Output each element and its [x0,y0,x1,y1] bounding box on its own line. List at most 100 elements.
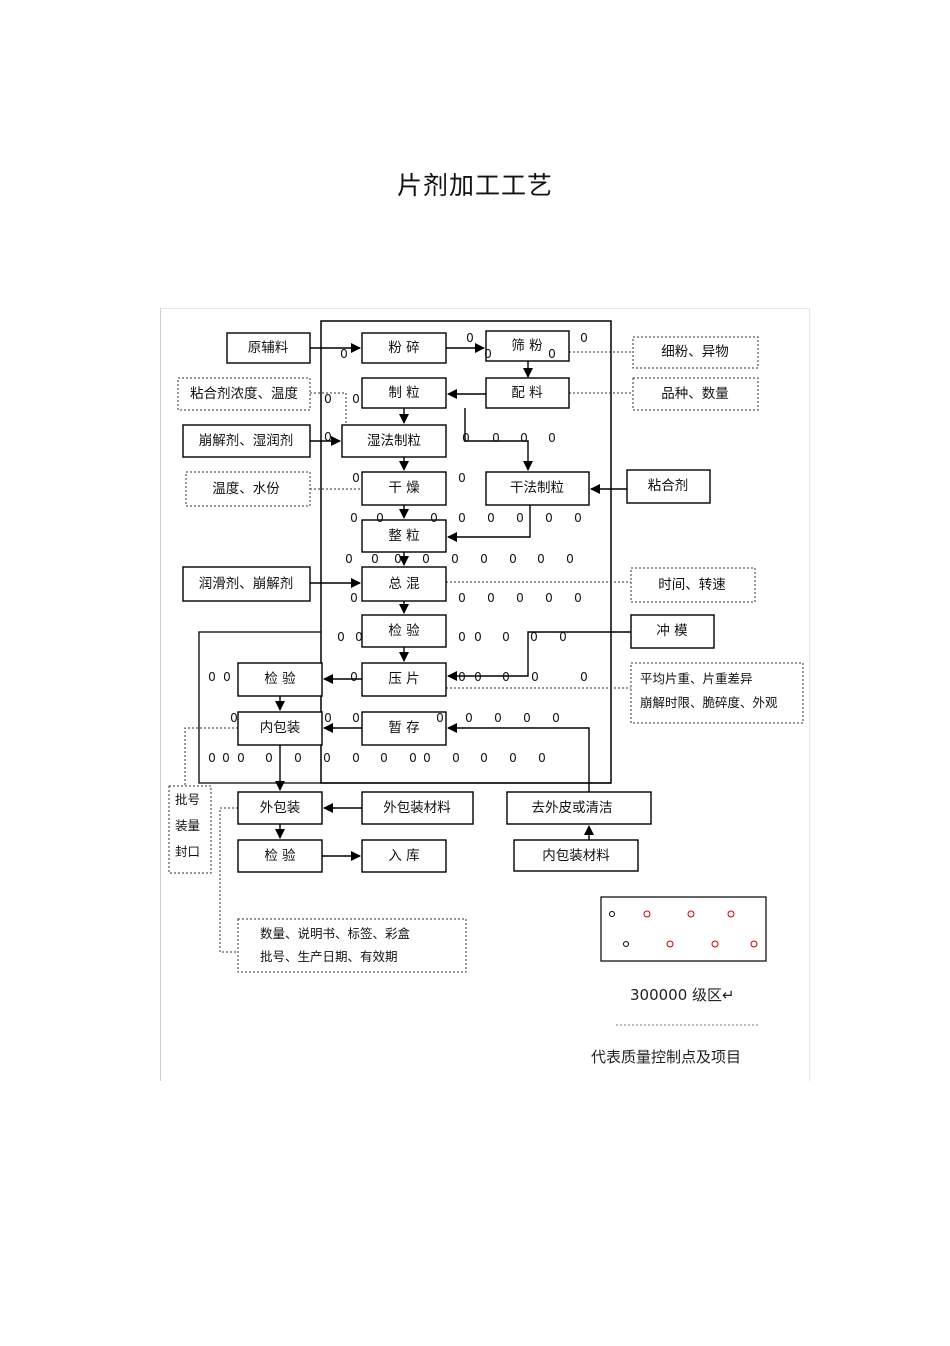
qc-marker: 0 [324,430,332,444]
node-crushing: 粉 碎 [388,340,419,356]
qc-marker: 0 [430,511,438,525]
qc-marker: 0 [580,670,588,684]
qc-marker: 0 [530,630,538,644]
qc-marker: 0 [237,751,245,765]
qc-marker: 0 [487,511,495,525]
qc-marker: 0 [380,751,388,765]
qc-marker: 0 [458,670,466,684]
node-inspection-3: 检 验 [264,848,296,864]
node-tableting: 压 片 [388,671,419,687]
qc-marker: 0 [466,331,474,345]
qc-marker: 0 [423,751,431,765]
qc-marker: 0 [337,630,345,644]
qc-marker: 0 [502,670,510,684]
control-fill-volume: 装量 [175,818,200,833]
qc-marker: 0 [492,431,500,445]
flow-arrows [275,343,631,861]
node-remove-skin-clean: 去外皮或清洁 [532,800,613,816]
node-inner-packaging-material: 内包装材料 [542,848,610,864]
qc-marker: 0 [537,552,545,566]
qc-marker: 0 [324,392,332,406]
qc-marker: 0 [458,591,466,605]
node-inspection-1: 检 验 [388,623,420,639]
node-temporary-storage: 暂 存 [388,720,419,736]
node-sizing: 整 粒 [388,528,419,544]
qc-marker: 0 [436,711,444,725]
qc-marker: 0 [350,511,358,525]
qc-marker: 0 [523,711,531,725]
qc-marker: 0 [566,552,574,566]
node-drying: 干 燥 [388,480,420,496]
page-title: 片剂加工工艺 [396,171,553,200]
node-outer-packaging-material: 外包装材料 [383,800,451,816]
qc-marker: 0 [520,431,528,445]
node-inspection-2: 检 验 [264,671,296,687]
node-punch-die: 冲 模 [656,623,688,639]
control-sealing: 封口 [175,844,200,859]
qc-marker: 0 [487,591,495,605]
node-raw-materials: 原辅料 [248,340,289,356]
control-time-speed: 时间、转速 [658,577,726,593]
qc-marker: 0 [352,711,360,725]
qc-marker: 0 [465,711,473,725]
node-binder: 粘合剂 [648,478,689,494]
node-disintegrant-wetting: 崩解剂、湿润剂 [199,433,294,449]
qc-marker: 0 [462,431,470,445]
legend-zone-box [600,896,767,962]
qc-marker: 0 [350,591,358,605]
qc-marker: 0 [265,751,273,765]
qc-marker: 0 [548,347,556,361]
control-binder-concentration: 粘合剂浓度、温度 [190,386,298,402]
qc-marker: 0 [458,511,466,525]
qc-marker: 0 [458,471,466,485]
qc-marker: 0 [502,630,510,644]
qc-marker: 0 [324,711,332,725]
qc-marker: 0 [509,552,517,566]
node-outer-packaging: 外包装 [260,800,301,816]
qc-marker: 0 [538,751,546,765]
control-quantity-labels: 数量、说明书、标签、彩盒 [260,926,411,941]
qc-marker: 0 [352,751,360,765]
qc-marker: 0 [484,347,492,361]
qc-marker: 0 [345,552,353,566]
qc-marker: 0 [323,751,331,765]
control-disintegration: 崩解时限、脆碎度、外观 [640,695,778,710]
node-granulation: 制 粒 [388,385,419,401]
qc-marker: 0 [352,392,360,406]
control-batch-dates: 批号、生产日期、有效期 [260,949,398,964]
qc-marker: 0 [208,751,216,765]
qc-marker: 0 [480,552,488,566]
node-inner-packaging: 内包装 [260,720,301,736]
qc-marker: 0 [574,511,582,525]
qc-marker: 0 [458,630,466,644]
qc-marker: 0 [552,711,560,725]
qc-marker: 0 [559,630,567,644]
node-sieving: 筛 粉 [511,338,543,354]
qc-marker: 0 [494,711,502,725]
node-dry-granulation: 干法制粒 [510,480,564,496]
qc-marker: 0 [294,751,302,765]
qc-marker: 0 [531,670,539,684]
qc-marker: 0 [452,751,460,765]
qc-marker: 0 [371,552,379,566]
control-batch-number: 批号 [175,792,200,807]
qc-marker: 0 [355,630,363,644]
qc-marker: 0 [422,552,430,566]
qc-marker: 0 [545,511,553,525]
qc-marker: 0 [394,552,402,566]
clean-zone-extension [198,631,611,784]
qc-marker: 0 [208,670,216,684]
control-fine-powder: 细粉、异物 [661,344,729,360]
qc-marker: 0 [352,471,360,485]
node-wet-granulation: 湿法制粒 [367,433,421,449]
process-boxes [182,330,715,873]
qc-marker: 0 [350,670,358,684]
legend-zone-label: 300000 级区↵ [630,986,735,1004]
node-total-mixing: 总 混 [388,576,420,592]
qc-marker: 0 [509,751,517,765]
qc-marker: 0 [480,751,488,765]
qc-marker: 0 [574,591,582,605]
qc-marker: 0 [230,711,238,725]
qc-marker: 0 [516,511,524,525]
control-temperature-moisture: 温度、水份 [212,481,280,497]
